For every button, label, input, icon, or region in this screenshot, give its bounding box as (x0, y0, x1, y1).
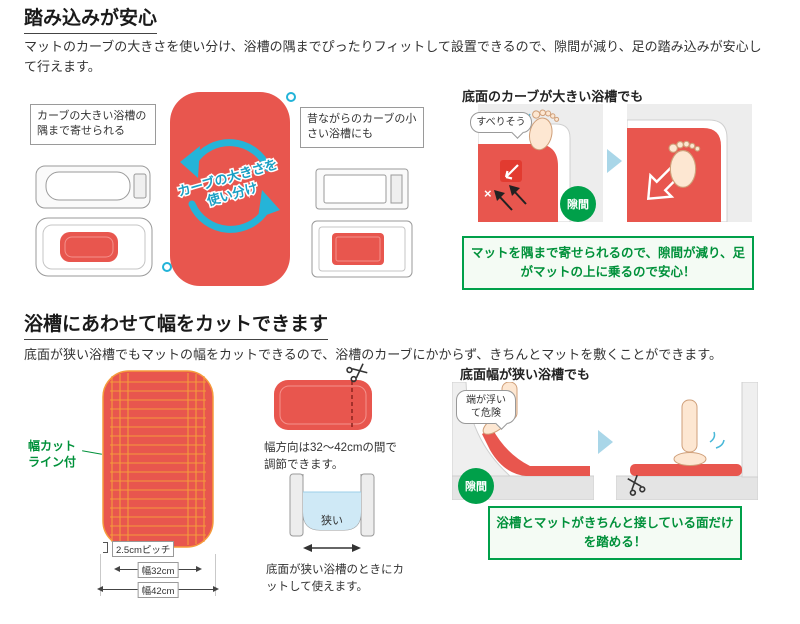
section1-demo-title: 底面のカーブが大きい浴槽でも (462, 89, 644, 104)
mat-shape (478, 144, 558, 222)
floating-edge-speech-bubble: 端が浮いて危険 (456, 390, 516, 424)
gap-badge: 隙間 (458, 468, 494, 504)
edge-cut-lines (111, 373, 205, 545)
demo-before-illustration: × (478, 104, 603, 222)
section2-demo-title: 底面幅が狭い浴槽でも (460, 367, 591, 382)
scissors-icon (346, 363, 368, 383)
bathtub-perspective-illustration (35, 165, 151, 209)
narrow-label: 狭い (321, 514, 343, 527)
next-arrow-icon (607, 149, 622, 173)
pitch-label: 2.5cmピッチ (112, 541, 175, 557)
square-bathtub-illustration (315, 168, 409, 210)
section1-description: マットのカーブの大きさを使い分け、浴槽の隅までぴったりフィットして設置できるので… (24, 39, 762, 75)
cycle-arrow-bottom (188, 200, 270, 233)
square-bathtub-topview-with-mat-illustration (311, 220, 413, 278)
mat-cutting-illustration (274, 380, 372, 430)
section2-heading: 浴槽にあわせて幅をカットできます (24, 314, 329, 340)
foot-illustration (528, 109, 560, 151)
foot-illustration (668, 140, 701, 188)
slip-speech-bubble: すべりそう (470, 112, 532, 133)
cut-lines (110, 381, 206, 536)
gap-badge: 隙間 (560, 186, 596, 222)
narrow-width-arrow (303, 544, 361, 552)
connector-dot (286, 92, 296, 102)
section2-benefit-box: 浴槽とマットがきちんと接している面だけを踏める！ (488, 506, 742, 560)
cut-line-label: 幅カットライン付 (28, 439, 77, 470)
bathtub-topview-with-mat-illustration (35, 217, 153, 277)
pitch-bracket (103, 542, 108, 553)
leg-foot-illustration (673, 399, 707, 466)
narrow-tub-section-illustration: 狭い (289, 473, 375, 552)
cut-mat-flat-illustration (616, 382, 758, 500)
outer-width-label: 幅42cm (137, 582, 179, 598)
outer-width-measure: 幅42cm (97, 582, 219, 598)
section1-heading: 踏み込みが安心 (24, 8, 158, 34)
inner-width-measure: 幅32cm (114, 562, 202, 578)
gap-arrows (494, 185, 527, 211)
svg-text:×: × (484, 186, 492, 201)
no-step-icon: × (484, 160, 522, 201)
mat-with-cut-lines-illustration (102, 370, 214, 548)
cycle-arrow-top (190, 139, 272, 172)
adjust-note: 幅方向は32〜42cmの間で調節できます。 (264, 442, 397, 471)
mat-shape (630, 464, 742, 476)
mat-size-switch-illustration: カーブの大きさを 使い分け (170, 92, 290, 286)
callout-large-curve-tub: カーブの大きい浴槽の隅まで寄せられる (30, 104, 156, 145)
section1-benefit-box: マットを隅まで寄せられるので、隙間が減り、足がマットの上に乗るので安心！ (462, 236, 754, 290)
mat-shape (482, 428, 590, 476)
scissors-icon (627, 474, 646, 496)
connector-dot (162, 262, 172, 272)
cut-usage-note: 底面が狭い浴槽のときにカットして使えます。 (266, 564, 404, 593)
section2-description: 底面が狭い浴槽でもマットの幅をカットできるので、浴槽のカーブにかからず、きちんと… (24, 347, 722, 362)
measure-guide (215, 554, 216, 596)
next-arrow-icon (598, 430, 613, 454)
measure-guide (100, 554, 101, 596)
cut-line-leader (82, 450, 102, 455)
happy-marks (709, 431, 725, 449)
inner-width-label: 幅32cm (137, 562, 179, 578)
demo-after-illustration (627, 104, 752, 222)
callout-small-curve-tub: 昔ながらのカーブの小さい浴槽にも (300, 107, 424, 148)
